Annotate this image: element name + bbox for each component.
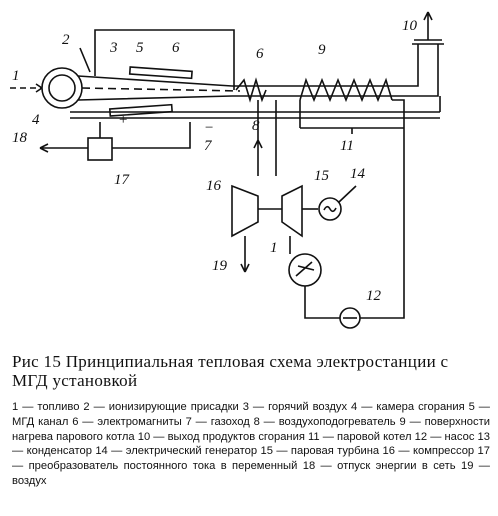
combustion-chamber xyxy=(41,67,83,109)
compressor xyxy=(231,184,259,238)
boiler-coil xyxy=(299,77,393,103)
label-minus: − xyxy=(204,120,214,136)
air-heater-coil xyxy=(235,77,267,103)
label-1: 1 xyxy=(12,68,20,84)
figure-legend: 1 — топливо 2 — ионизирующие присадки 3 … xyxy=(12,401,490,487)
steam-turbine xyxy=(281,184,303,238)
label-6a: 6 xyxy=(172,40,180,56)
label-10: 10 xyxy=(402,18,418,34)
label-8: 8 xyxy=(252,118,260,134)
label-12: 12 xyxy=(366,288,382,304)
label-16: 16 xyxy=(206,178,222,194)
label-4: 4 xyxy=(32,112,40,128)
hot-air-duct xyxy=(94,29,235,90)
label-6b: 6 xyxy=(256,46,264,62)
channel-centerline xyxy=(81,87,241,92)
label-14: 14 xyxy=(350,166,366,182)
label-15: 15 xyxy=(314,168,330,184)
electromagnet-top xyxy=(128,66,193,80)
label-19: 19 xyxy=(212,258,228,274)
figure-caption: Рис 15 Принципиальная тепловая схема эле… xyxy=(12,352,449,390)
label-3: 3 xyxy=(109,40,118,56)
mhd-channel xyxy=(77,75,233,101)
label-9: 9 xyxy=(318,42,326,58)
condenser xyxy=(288,253,322,287)
label-18: 18 xyxy=(12,130,28,146)
combustion-chamber-inner xyxy=(48,74,76,102)
label-11: 11 xyxy=(340,138,354,154)
boiler-duct xyxy=(70,96,441,113)
label-13: 1 xyxy=(270,240,278,256)
label-7: 7 xyxy=(204,138,213,154)
label-plus: + xyxy=(118,112,128,128)
mhd-plant-diagram: 1 2 3 4 5 6 + − 6 7 8 9 10 11 12 1 14 15… xyxy=(10,11,444,329)
converter-box xyxy=(87,137,113,161)
label-17: 17 xyxy=(114,172,131,188)
label-5: 5 xyxy=(136,40,144,56)
label-2: 2 xyxy=(62,32,70,48)
generator xyxy=(318,197,342,221)
